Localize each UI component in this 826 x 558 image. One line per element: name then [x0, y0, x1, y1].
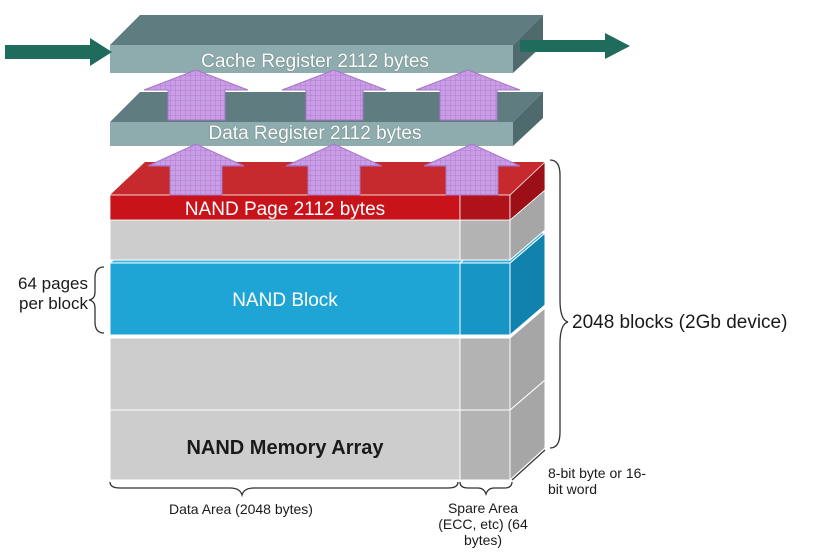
transfer-arrow-page-3: [423, 143, 521, 196]
transfer-arrow-register-1: [143, 69, 249, 121]
cache-register-label: Cache Register 2112 bytes: [201, 51, 429, 72]
pages-per-block-brace: [88, 266, 105, 334]
array-slab-1: [109, 188, 546, 262]
input-arrow: [5, 38, 112, 66]
cache-register-slab: [110, 15, 543, 73]
transfer-arrow-register-3: [415, 69, 521, 121]
data-register-label: Data Register 2112 bytes: [208, 123, 422, 144]
nand-block-label: NAND Block: [232, 290, 338, 311]
memory-array-label: NAND Memory Array: [186, 437, 384, 459]
transfer-arrow-register-2: [281, 69, 387, 121]
nand-page-label: NAND Page 2112 bytes: [184, 199, 386, 220]
blocks-brace: [549, 159, 569, 449]
memory-array-slab: [109, 378, 546, 482]
spare-area-brace: [459, 481, 513, 497]
word-width-label: 8-bit byte or 16-bit word: [548, 465, 647, 498]
output-arrow: [520, 33, 630, 59]
array-slab-2: [109, 306, 546, 412]
word-width-pointer: [511, 449, 546, 481]
spare-area-label: Spare Area (ECC, etc) (64 bytes): [438, 500, 528, 549]
data-area-label: Data Area (2048 bytes): [169, 501, 313, 517]
pages-per-block-label: 64 pages per block: [18, 274, 88, 313]
transfer-arrow-page-2: [285, 143, 383, 196]
blocks-count-label: 2048 blocks (2Gb device): [572, 312, 788, 333]
data-area-brace: [109, 481, 459, 498]
transfer-arrow-page-1: [147, 143, 245, 196]
